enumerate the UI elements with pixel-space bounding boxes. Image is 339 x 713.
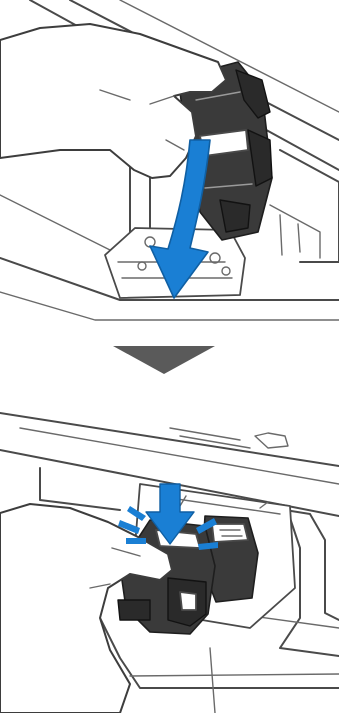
step-2-drawing bbox=[0, 388, 339, 713]
step-1-drawing bbox=[0, 0, 339, 330]
triangle-down-icon bbox=[0, 342, 339, 376]
step-1-illustration bbox=[0, 0, 339, 330]
step-2-illustration bbox=[0, 388, 339, 713]
step-separator bbox=[0, 342, 339, 376]
